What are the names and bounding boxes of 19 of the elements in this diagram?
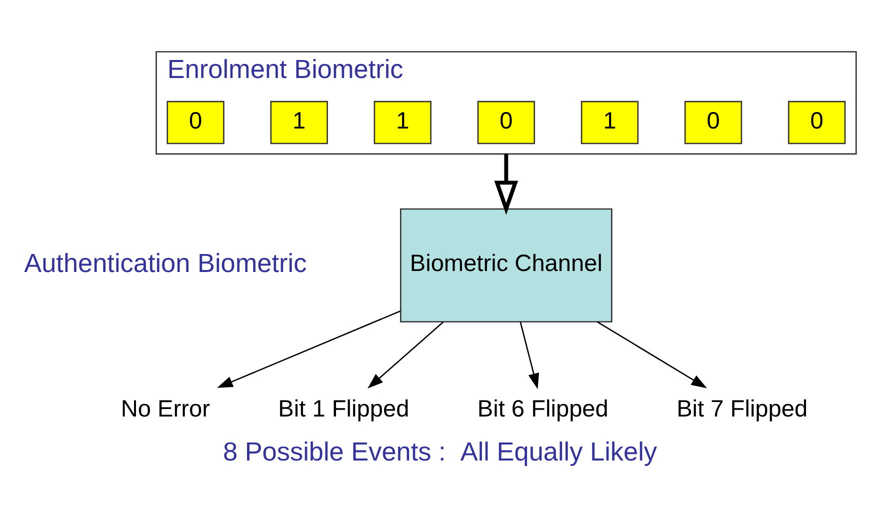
node-box: 1 <box>374 100 432 144</box>
arrow <box>520 322 540 390</box>
caption: 8 Possible Events : All Equally Likely <box>222 436 658 467</box>
node-text: Bit 6 Flipped <box>477 396 608 422</box>
node-box: 0 <box>788 100 846 144</box>
arrow <box>368 321 444 389</box>
node-box: 0 <box>477 100 536 144</box>
node-box: 1 <box>580 100 639 144</box>
arrow <box>494 154 518 215</box>
node-text: No Error <box>120 396 210 422</box>
node-text: Bit 1 Flipped <box>278 396 410 422</box>
arrow <box>597 321 707 388</box>
label: Authentication Biometric <box>24 248 307 278</box>
node-text: Bit 7 Flipped <box>676 396 808 422</box>
node-box: 0 <box>684 100 742 144</box>
node-box: 1 <box>270 100 328 144</box>
node-box: 0 <box>166 100 224 144</box>
arrow <box>217 310 400 388</box>
node-box: Biometric Channel <box>400 208 612 322</box>
